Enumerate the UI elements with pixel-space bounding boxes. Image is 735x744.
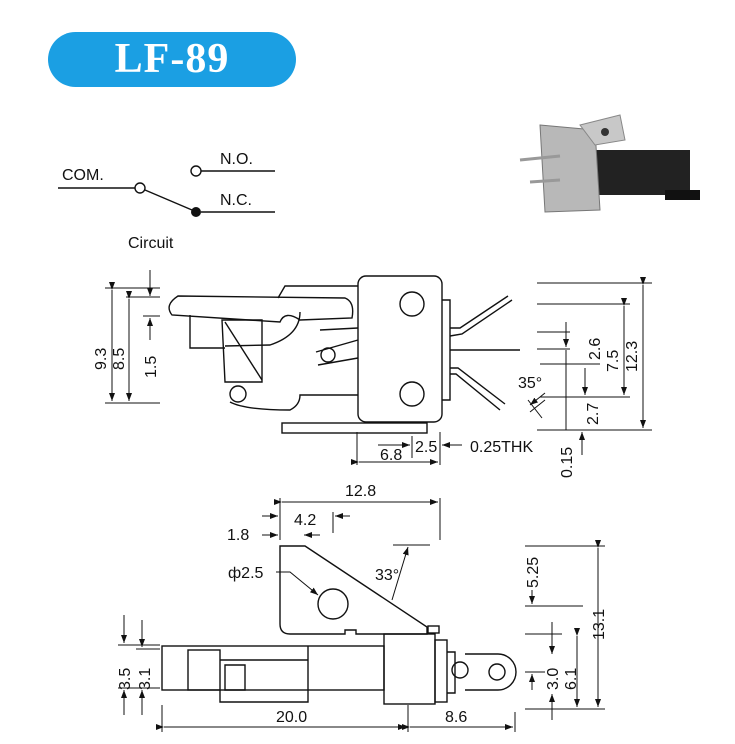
no-terminal-icon (190, 165, 202, 177)
model-title-badge: LF-89 (48, 32, 296, 87)
dim-6-1: 6.1 (563, 668, 580, 690)
dim-9-3: 9.3 (93, 348, 110, 370)
dim-1-5: 1.5 (143, 356, 160, 378)
com-terminal-icon (134, 182, 146, 194)
nc-terminal-icon (191, 207, 201, 217)
dim-4-2: 4.2 (294, 512, 316, 529)
side-view-drawing: 9.3 8.5 1.5 2.6 7.5 12.3 35° 2.7 0.15 2.… (93, 270, 652, 478)
circuit-label: Circuit (128, 235, 174, 252)
dim-12-8: 12.8 (345, 483, 376, 500)
dim-5-25: 5.25 (525, 557, 542, 588)
switch-photo (519, 114, 700, 213)
dim-7-5: 7.5 (605, 350, 622, 372)
dim-35-deg: 35° (518, 375, 542, 392)
dim-2-5: 2.5 (415, 439, 437, 456)
dim-6-8: 6.8 (380, 447, 402, 464)
top-view-drawing: 12.8 4.2 1.8 ф2.5 33° 5.25 13.1 3.0 6.1 … (117, 483, 608, 732)
dim-2-6: 2.6 (587, 338, 604, 360)
dim-13-1: 13.1 (591, 609, 608, 640)
dim-8-6: 8.6 (445, 709, 467, 726)
dim-12-3: 12.3 (624, 341, 641, 372)
com-label: COM. (62, 167, 104, 184)
nc-label: N.C. (220, 192, 252, 209)
dim-3-5: 3.5 (117, 668, 134, 690)
circuit-diagram: COM. N.O. N.C. Circuit (58, 151, 275, 252)
dim-1-8: 1.8 (227, 527, 249, 544)
dim-0-15: 0.15 (559, 447, 576, 478)
no-label: N.O. (220, 151, 253, 168)
dim-3-0: 3.0 (545, 668, 562, 690)
dim-3-1: 3.1 (137, 668, 154, 690)
dim-8-5: 8.5 (111, 348, 128, 370)
dim-33-deg: 33° (375, 567, 399, 584)
dim-diameter-2-5: ф2.5 (228, 565, 264, 582)
dim-0-25-thk: 0.25THK (470, 439, 533, 456)
dim-2-7: 2.7 (585, 403, 602, 425)
dim-20-0: 20.0 (276, 709, 307, 726)
